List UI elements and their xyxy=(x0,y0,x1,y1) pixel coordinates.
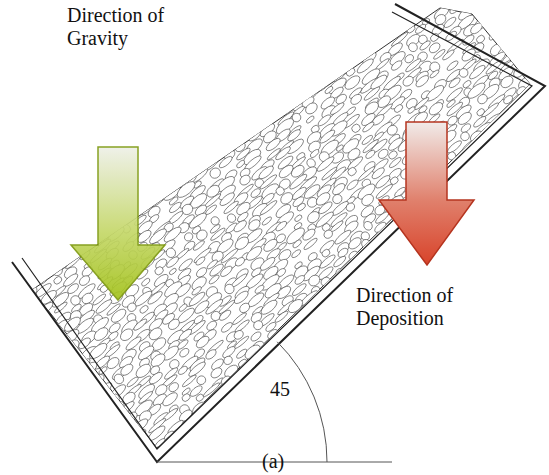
granular-fill xyxy=(32,8,530,448)
container-inner-outline xyxy=(22,12,532,449)
container-outline xyxy=(12,4,545,462)
gravity-label: Direction of Gravity xyxy=(67,4,217,50)
angle-value: 45 xyxy=(270,378,310,401)
gravity-arrow xyxy=(71,147,165,300)
subfigure-label: (a) xyxy=(262,450,302,473)
deposition-label: Direction of Deposition xyxy=(356,284,526,330)
angle-arc xyxy=(277,342,327,462)
deposition-arrow xyxy=(379,122,474,265)
